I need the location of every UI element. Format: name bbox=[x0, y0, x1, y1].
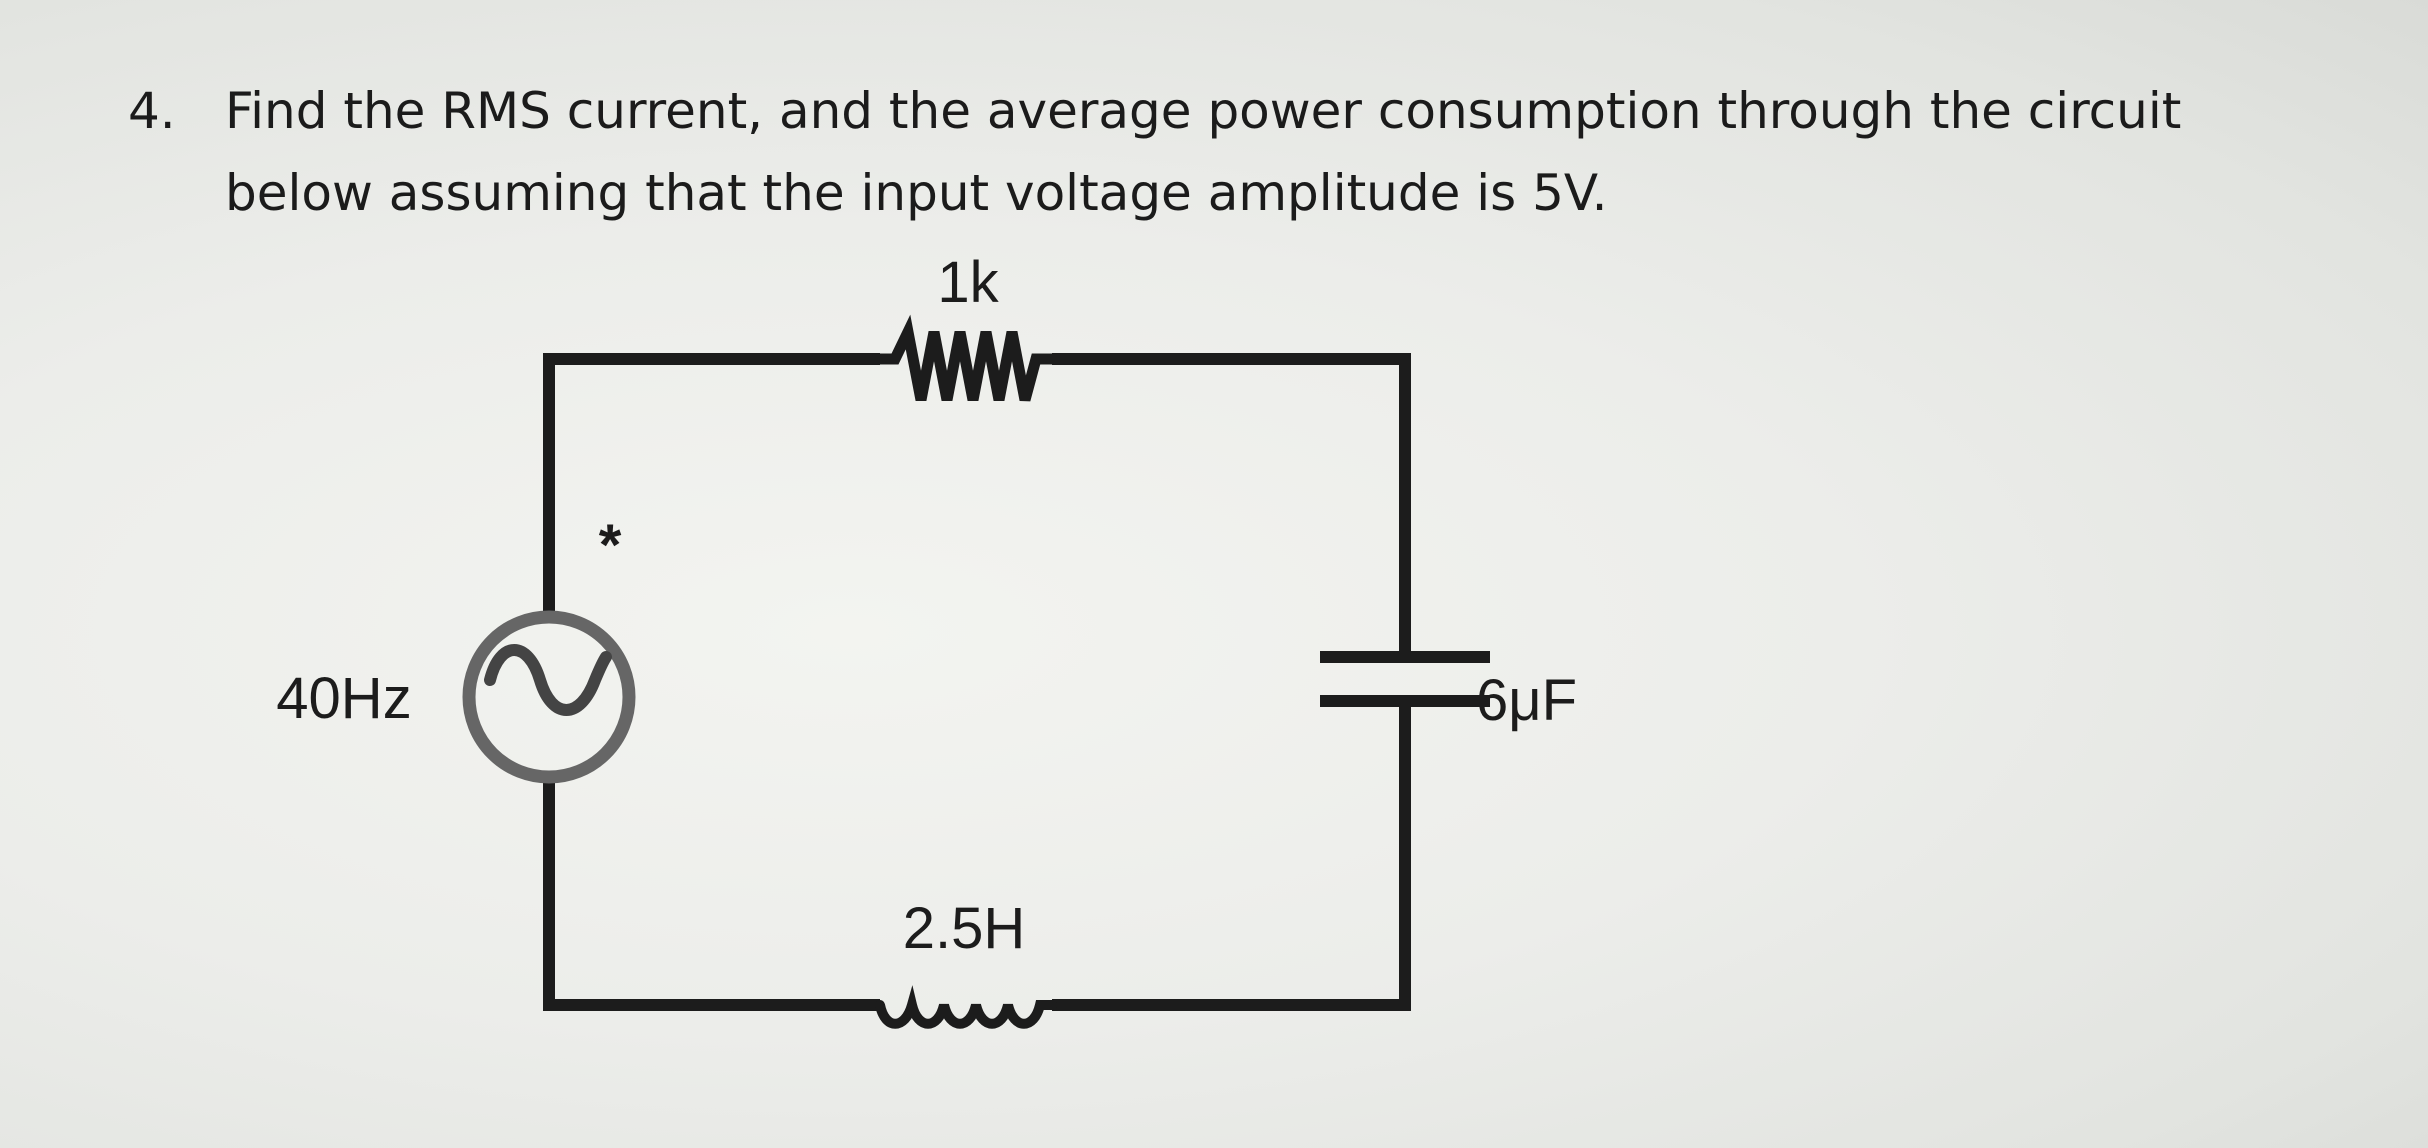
question-line-1: 4. Find the RMS current, and the average… bbox=[128, 70, 2278, 152]
question-text-line-1: Find the RMS current, and the average po… bbox=[225, 82, 2182, 140]
sine-wave bbox=[484, 644, 612, 716]
capacitor-plate-top bbox=[1320, 651, 1490, 663]
wire-top-left bbox=[543, 353, 880, 618]
source-ring bbox=[462, 610, 636, 784]
source-polarity-marker: * bbox=[599, 513, 622, 578]
capacitor-plate-bottom bbox=[1320, 695, 1490, 707]
question: 4. Find the RMS current, and the average… bbox=[128, 70, 2278, 234]
inductor-label: 2.5H bbox=[903, 896, 1026, 961]
ac-source-icon bbox=[462, 610, 636, 784]
question-text-line-2: below assuming that the input voltage am… bbox=[225, 164, 1608, 222]
capacitor-icon bbox=[1320, 651, 1490, 707]
resistor-icon bbox=[880, 314, 1052, 402]
wire-top-right bbox=[1052, 353, 1411, 655]
wire-bottom-left bbox=[543, 775, 880, 1011]
resistor-label: 1k bbox=[937, 250, 999, 315]
wire-right-lower bbox=[1052, 700, 1411, 1011]
capacitor-label: 6μF bbox=[1476, 668, 1577, 733]
question-number: 4. bbox=[128, 82, 176, 140]
wires bbox=[543, 353, 1411, 1011]
source-label: 40Hz bbox=[276, 666, 411, 731]
inductor-icon bbox=[875, 985, 1057, 1029]
